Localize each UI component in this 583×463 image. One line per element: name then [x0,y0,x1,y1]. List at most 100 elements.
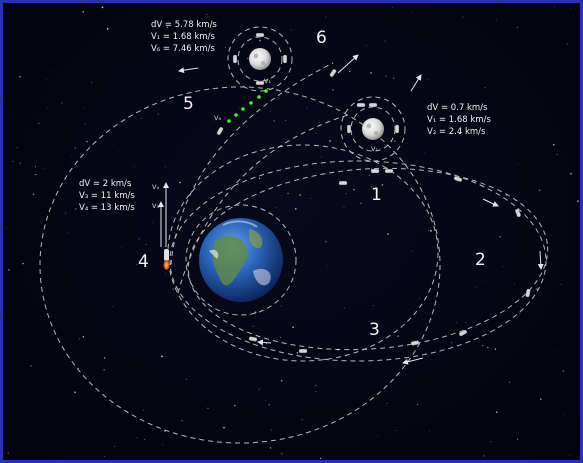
star [78,338,81,340]
star [560,283,562,285]
star [32,193,35,196]
star [419,297,421,299]
star [174,62,176,63]
star [7,452,9,454]
star [325,240,327,243]
star [276,206,278,209]
star [224,46,227,48]
star [321,156,322,158]
star [164,166,166,168]
star [252,325,255,328]
star [11,160,14,163]
star [505,194,508,196]
star [397,335,400,337]
star [348,70,351,73]
star [518,162,520,164]
spacecraft-icon [163,249,170,270]
orbit-direction-arrow [337,54,359,74]
stage-number-1: 1 [371,185,382,205]
orbit-direction-arrow [482,198,499,207]
star [121,246,122,248]
stage-number-4: 4 [138,252,149,272]
star [148,350,149,352]
star [129,185,131,187]
stage-number-2: 2 [475,250,486,270]
star [461,68,463,69]
star [172,288,174,290]
star [143,409,145,411]
star [46,107,48,108]
arc-earth-to-moon [170,62,334,266]
moon-right-orbit-inner [350,106,396,152]
star [484,87,486,88]
star [564,413,566,415]
readout-top-v6: V₆ = 7.46 km/s [151,44,215,54]
star [428,78,430,80]
star [269,447,272,449]
star [288,261,290,263]
spacecraft-icon [459,329,467,337]
star [103,455,105,457]
star [234,404,236,407]
star [83,107,86,109]
star [206,13,208,15]
trajectory-dot [227,119,231,123]
star [562,370,565,372]
star [42,168,44,169]
readout-top-dv: dV = 5.78 km/s [151,20,217,30]
star [450,341,453,344]
star [376,434,378,436]
star [8,269,10,271]
star [332,88,334,91]
star [86,141,88,143]
velocity-label: V₄ [152,183,160,191]
star [396,430,397,432]
spacecraft-icon [298,349,308,354]
trajectory-dot [241,107,245,111]
star [292,326,294,329]
star [468,193,470,195]
star [19,162,21,164]
star [553,6,555,8]
star [329,140,331,142]
star [326,264,328,266]
earth-icon [199,218,283,302]
star [496,19,497,21]
star [103,357,106,359]
star [91,82,93,83]
star [315,384,317,387]
star [384,40,386,42]
star [273,120,276,122]
star [387,233,389,235]
star [296,352,299,354]
star [556,153,558,156]
star [235,135,236,136]
star [111,306,113,307]
star [306,107,308,109]
star [290,29,292,31]
star [566,43,568,45]
trajectory-dot [257,95,261,99]
star [22,262,24,265]
spacecraft-icon [232,54,237,64]
star [165,273,166,274]
star [35,174,37,176]
star [383,9,384,10]
star [365,44,367,47]
star [266,343,267,345]
star [207,407,209,410]
readout-right-v1: V₁ = 1.68 km/s [427,115,491,125]
star [201,53,203,55]
star [381,184,384,186]
orbit-direction-arrow [178,67,199,74]
arc-moon-to-earth [177,114,349,294]
star [483,455,485,457]
velocity-label: V₃ [152,202,160,210]
star [254,311,257,314]
star [106,27,109,30]
orbit-diagram-canvas [5,6,580,460]
star [138,237,141,240]
star [577,200,580,203]
star [161,355,163,358]
star [29,364,32,367]
